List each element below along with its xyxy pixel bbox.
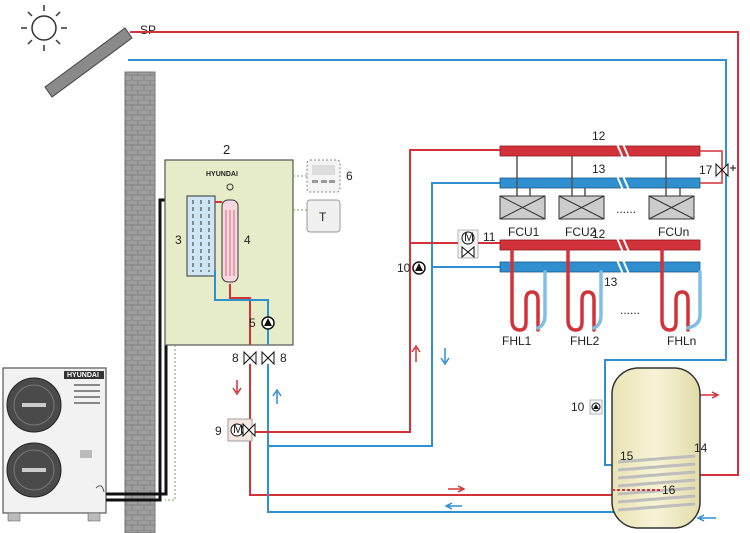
controller bbox=[306, 159, 341, 193]
fcu-return-header bbox=[499, 175, 701, 191]
plate-hx-label: 3 bbox=[175, 233, 182, 247]
fcu-ellipsis: ...... bbox=[616, 202, 636, 216]
motor-valve-icon bbox=[457, 229, 479, 259]
backup-heater-label: 4 bbox=[244, 233, 251, 247]
fcu-unit-2 bbox=[558, 156, 605, 220]
heat-pump-coil-label: 16 bbox=[662, 483, 676, 497]
plate-heat-exchanger bbox=[186, 195, 216, 277]
floor-loop-n bbox=[660, 248, 702, 332]
fhl-2-label: FHL2 bbox=[570, 334, 600, 348]
three-way-valve-label: 9 bbox=[215, 424, 222, 438]
valve-left-label: 8 bbox=[232, 351, 239, 365]
sun-icon bbox=[21, 5, 67, 51]
tank-dhw-outlets bbox=[700, 395, 718, 518]
brick-wall bbox=[124, 71, 156, 533]
floor-loop-2 bbox=[566, 248, 603, 332]
dhw-pump-label: 10 bbox=[571, 400, 585, 414]
dhw-pump-icon bbox=[589, 399, 603, 415]
fcu-unit-1 bbox=[499, 156, 546, 220]
thermostat bbox=[306, 199, 341, 233]
fhl-supply-label: 12 bbox=[592, 227, 606, 241]
circuit-pump-icon bbox=[412, 261, 426, 275]
fcu-supply-header bbox=[499, 143, 701, 159]
solar-panel bbox=[44, 27, 133, 98]
fhl-n-label: FHLn bbox=[667, 334, 696, 348]
solar-coil bbox=[617, 454, 696, 512]
three-way-valve-motor-label: M bbox=[233, 422, 243, 436]
outdoor-brand-label: HYUNDAI bbox=[67, 372, 99, 379]
indoor-brand-label: HYUNDAI bbox=[206, 171, 238, 178]
fhl-1-label: FHL1 bbox=[502, 334, 532, 348]
outdoor-control-wiring bbox=[165, 345, 176, 501]
solar-panel-label: SP bbox=[140, 23, 156, 37]
solar-coil-label: 15 bbox=[620, 449, 634, 463]
motor-valve-motor-label: M bbox=[464, 230, 474, 244]
solar-return-pipe bbox=[128, 59, 727, 466]
circuit-pump-label: 10 bbox=[397, 261, 411, 275]
fcu-2-label: FCU2 bbox=[565, 225, 597, 239]
bypass-valve-label: 17 bbox=[699, 163, 713, 177]
heating-supply-pipe bbox=[250, 149, 500, 433]
controller-label: 6 bbox=[346, 169, 353, 183]
fcu-1-label: FCU1 bbox=[508, 225, 540, 239]
dhw-return-pipe bbox=[267, 364, 615, 513]
internal-pump-label: 5 bbox=[249, 316, 256, 330]
fhl-return-label: 13 bbox=[604, 275, 618, 289]
floor-loop-1 bbox=[510, 248, 547, 332]
tank-label: 14 bbox=[694, 441, 708, 455]
control-wiring bbox=[293, 175, 307, 211]
three-way-valve-icon bbox=[227, 418, 256, 442]
indoor-unit-label: 2 bbox=[223, 142, 230, 157]
thermostat-label: T bbox=[319, 210, 327, 224]
isolation-valve-left-icon bbox=[243, 350, 257, 366]
backup-heater bbox=[221, 183, 239, 283]
fhl-supply-header bbox=[499, 237, 701, 253]
solar-supply-pipe bbox=[130, 31, 739, 476]
fcu-unit-n bbox=[648, 156, 695, 220]
flow-arrows bbox=[232, 344, 720, 522]
dhw-supply-pipe bbox=[249, 364, 615, 496]
bypass-valve-icon bbox=[715, 162, 736, 178]
fcu-n-label: FCUn bbox=[658, 225, 689, 239]
heating-return-pipe bbox=[268, 182, 500, 447]
fhl-ellipsis: ...... bbox=[620, 303, 640, 317]
fcu-supply-label: 12 bbox=[592, 129, 606, 143]
outdoor-unit bbox=[2, 367, 107, 522]
internal-supply-pipe bbox=[215, 201, 251, 345]
internal-pump-icon bbox=[261, 316, 275, 330]
valve-right-label: 8 bbox=[280, 351, 287, 365]
motor-valve-label: 11 bbox=[483, 230, 496, 244]
fcu-return-label: 13 bbox=[592, 162, 606, 176]
isolation-valve-right-icon bbox=[261, 350, 275, 366]
bypass-pipe bbox=[700, 150, 723, 184]
